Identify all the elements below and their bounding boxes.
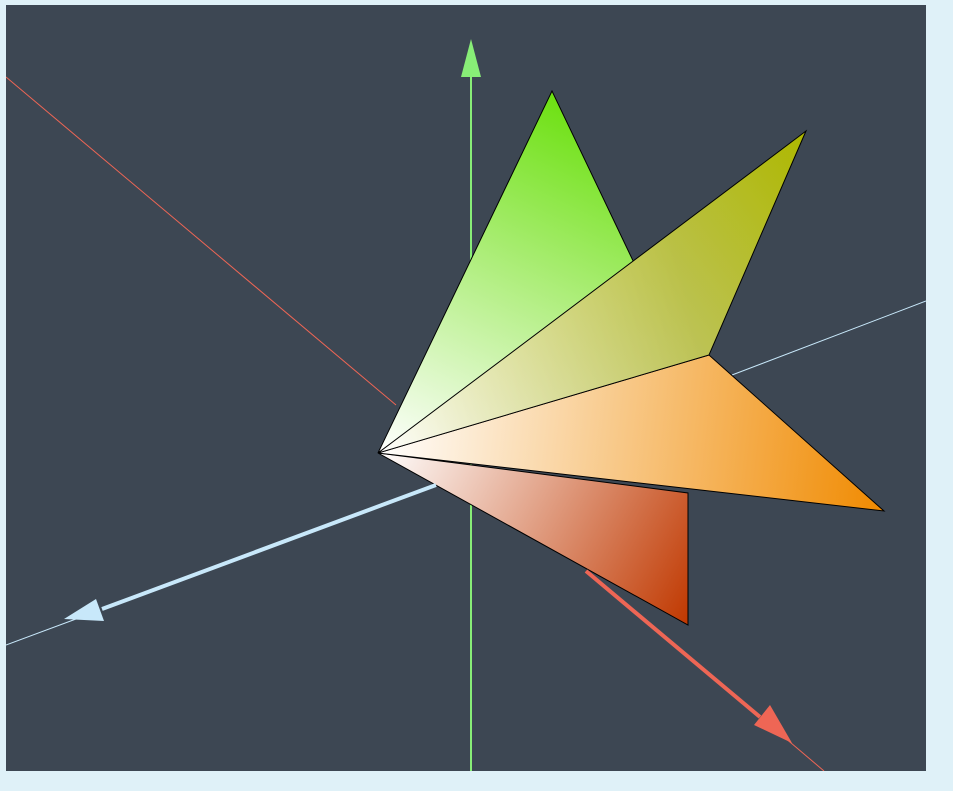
3d-scene (6, 39, 926, 771)
y-axis-arrowhead (461, 39, 481, 77)
3d-viewport[interactable] (6, 5, 926, 771)
fan-blade-yellow-shade (378, 131, 806, 453)
axes-front (6, 483, 825, 771)
x-axis-line (584, 569, 762, 719)
x-axis-arrowhead (754, 705, 792, 743)
z-axis-line (101, 483, 437, 611)
x-axis-line-thin (783, 736, 825, 771)
z-axis-line-thin (6, 618, 77, 646)
fan[interactable] (377, 89, 886, 626)
z-axis-line-back (731, 300, 926, 376)
x-axis-line-back (6, 76, 397, 406)
fan-blade-red[interactable] (377, 452, 689, 626)
z-axis-arrowhead (64, 599, 104, 621)
